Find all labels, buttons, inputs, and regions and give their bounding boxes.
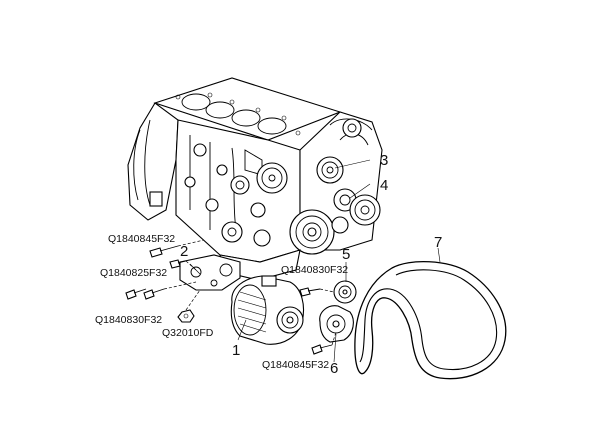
- belt-tensioner: [319, 305, 354, 343]
- part-number-nut: Q32010FD: [162, 327, 214, 339]
- callout-3: 3: [380, 152, 389, 169]
- part-number-bolt-mid-left: Q1840825F32: [100, 267, 168, 279]
- callout-4: 4: [380, 177, 389, 194]
- serpentine-belt: [354, 260, 507, 380]
- part-number-bolt-tensioner: Q1840830F32: [281, 264, 349, 276]
- part-number-bolt-top-left: Q1840845F32: [108, 233, 176, 245]
- idler-pulley: [333, 280, 357, 304]
- fasteners: [125, 245, 333, 355]
- part-number-bolt-low-left: Q1840830F32: [95, 314, 163, 326]
- alternator-bracket: [179, 254, 241, 291]
- callout-2: 2: [180, 243, 189, 260]
- callout-6: 6: [330, 360, 339, 377]
- callout-7: 7: [434, 234, 443, 251]
- part-number-bolt-bottom: Q1840845F32: [262, 359, 330, 371]
- leader-lines: [189, 159, 441, 363]
- callout-5: 5: [342, 246, 351, 263]
- callout-1: 1: [232, 342, 241, 359]
- engine-block: [127, 77, 383, 281]
- alternator: [230, 275, 305, 345]
